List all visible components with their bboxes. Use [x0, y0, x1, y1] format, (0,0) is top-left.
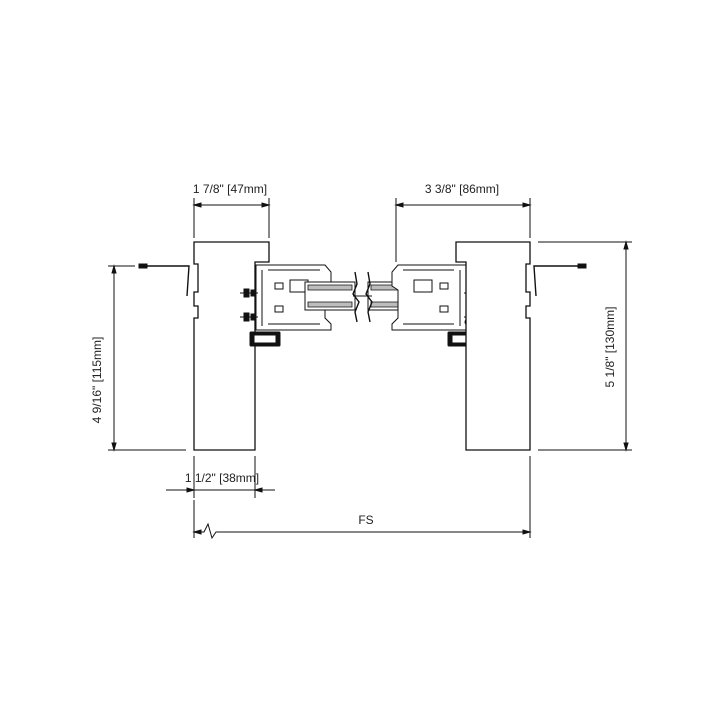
left-frame-stop: [240, 264, 332, 347]
dim-left-frame-width: 1 7/8" [47mm]: [192, 182, 271, 238]
break-line-left: [352, 271, 360, 323]
dim-left-frame-width-label: 1 7/8" [47mm]: [193, 182, 267, 196]
break-line-right: [365, 271, 373, 323]
left-wall-profile: [193, 241, 270, 451]
right-jamb-assembly: [455, 241, 587, 451]
dim-frame-size: FS: [192, 456, 532, 540]
left-anchor-upper: [240, 288, 258, 298]
right-wall-profile: [455, 241, 531, 451]
dim-frame-size-label: FS: [358, 513, 373, 527]
left-jamb-assembly: [138, 241, 270, 451]
left-casing-flange: [140, 265, 190, 297]
right-casing-flange: [533, 265, 585, 297]
dim-right-wall-depth-label: 5 1/8" [130mm]: [603, 307, 617, 388]
dim-right-frame-width: 3 3/8" [86mm]: [394, 182, 532, 262]
right-casing-clip: [577, 263, 587, 269]
dim-right-wall-depth: 5 1/8" [130mm]: [538, 240, 632, 452]
dim-right-frame-width-label: 3 3/8" [86mm]: [425, 182, 499, 196]
dim-left-wall-depth-label: 4 9/16" [115mm]: [90, 337, 104, 424]
dim-throat-width: 1 1/2" [38mm]: [166, 456, 275, 498]
left-anchor-lower: [240, 312, 258, 322]
dim-left-wall-depth: 4 9/16" [115mm]: [90, 264, 186, 452]
left-casing-clip: [138, 263, 148, 269]
right-stop-profile: [391, 264, 467, 331]
dim-throat-width-label: 1 1/2" [38mm]: [185, 471, 259, 485]
